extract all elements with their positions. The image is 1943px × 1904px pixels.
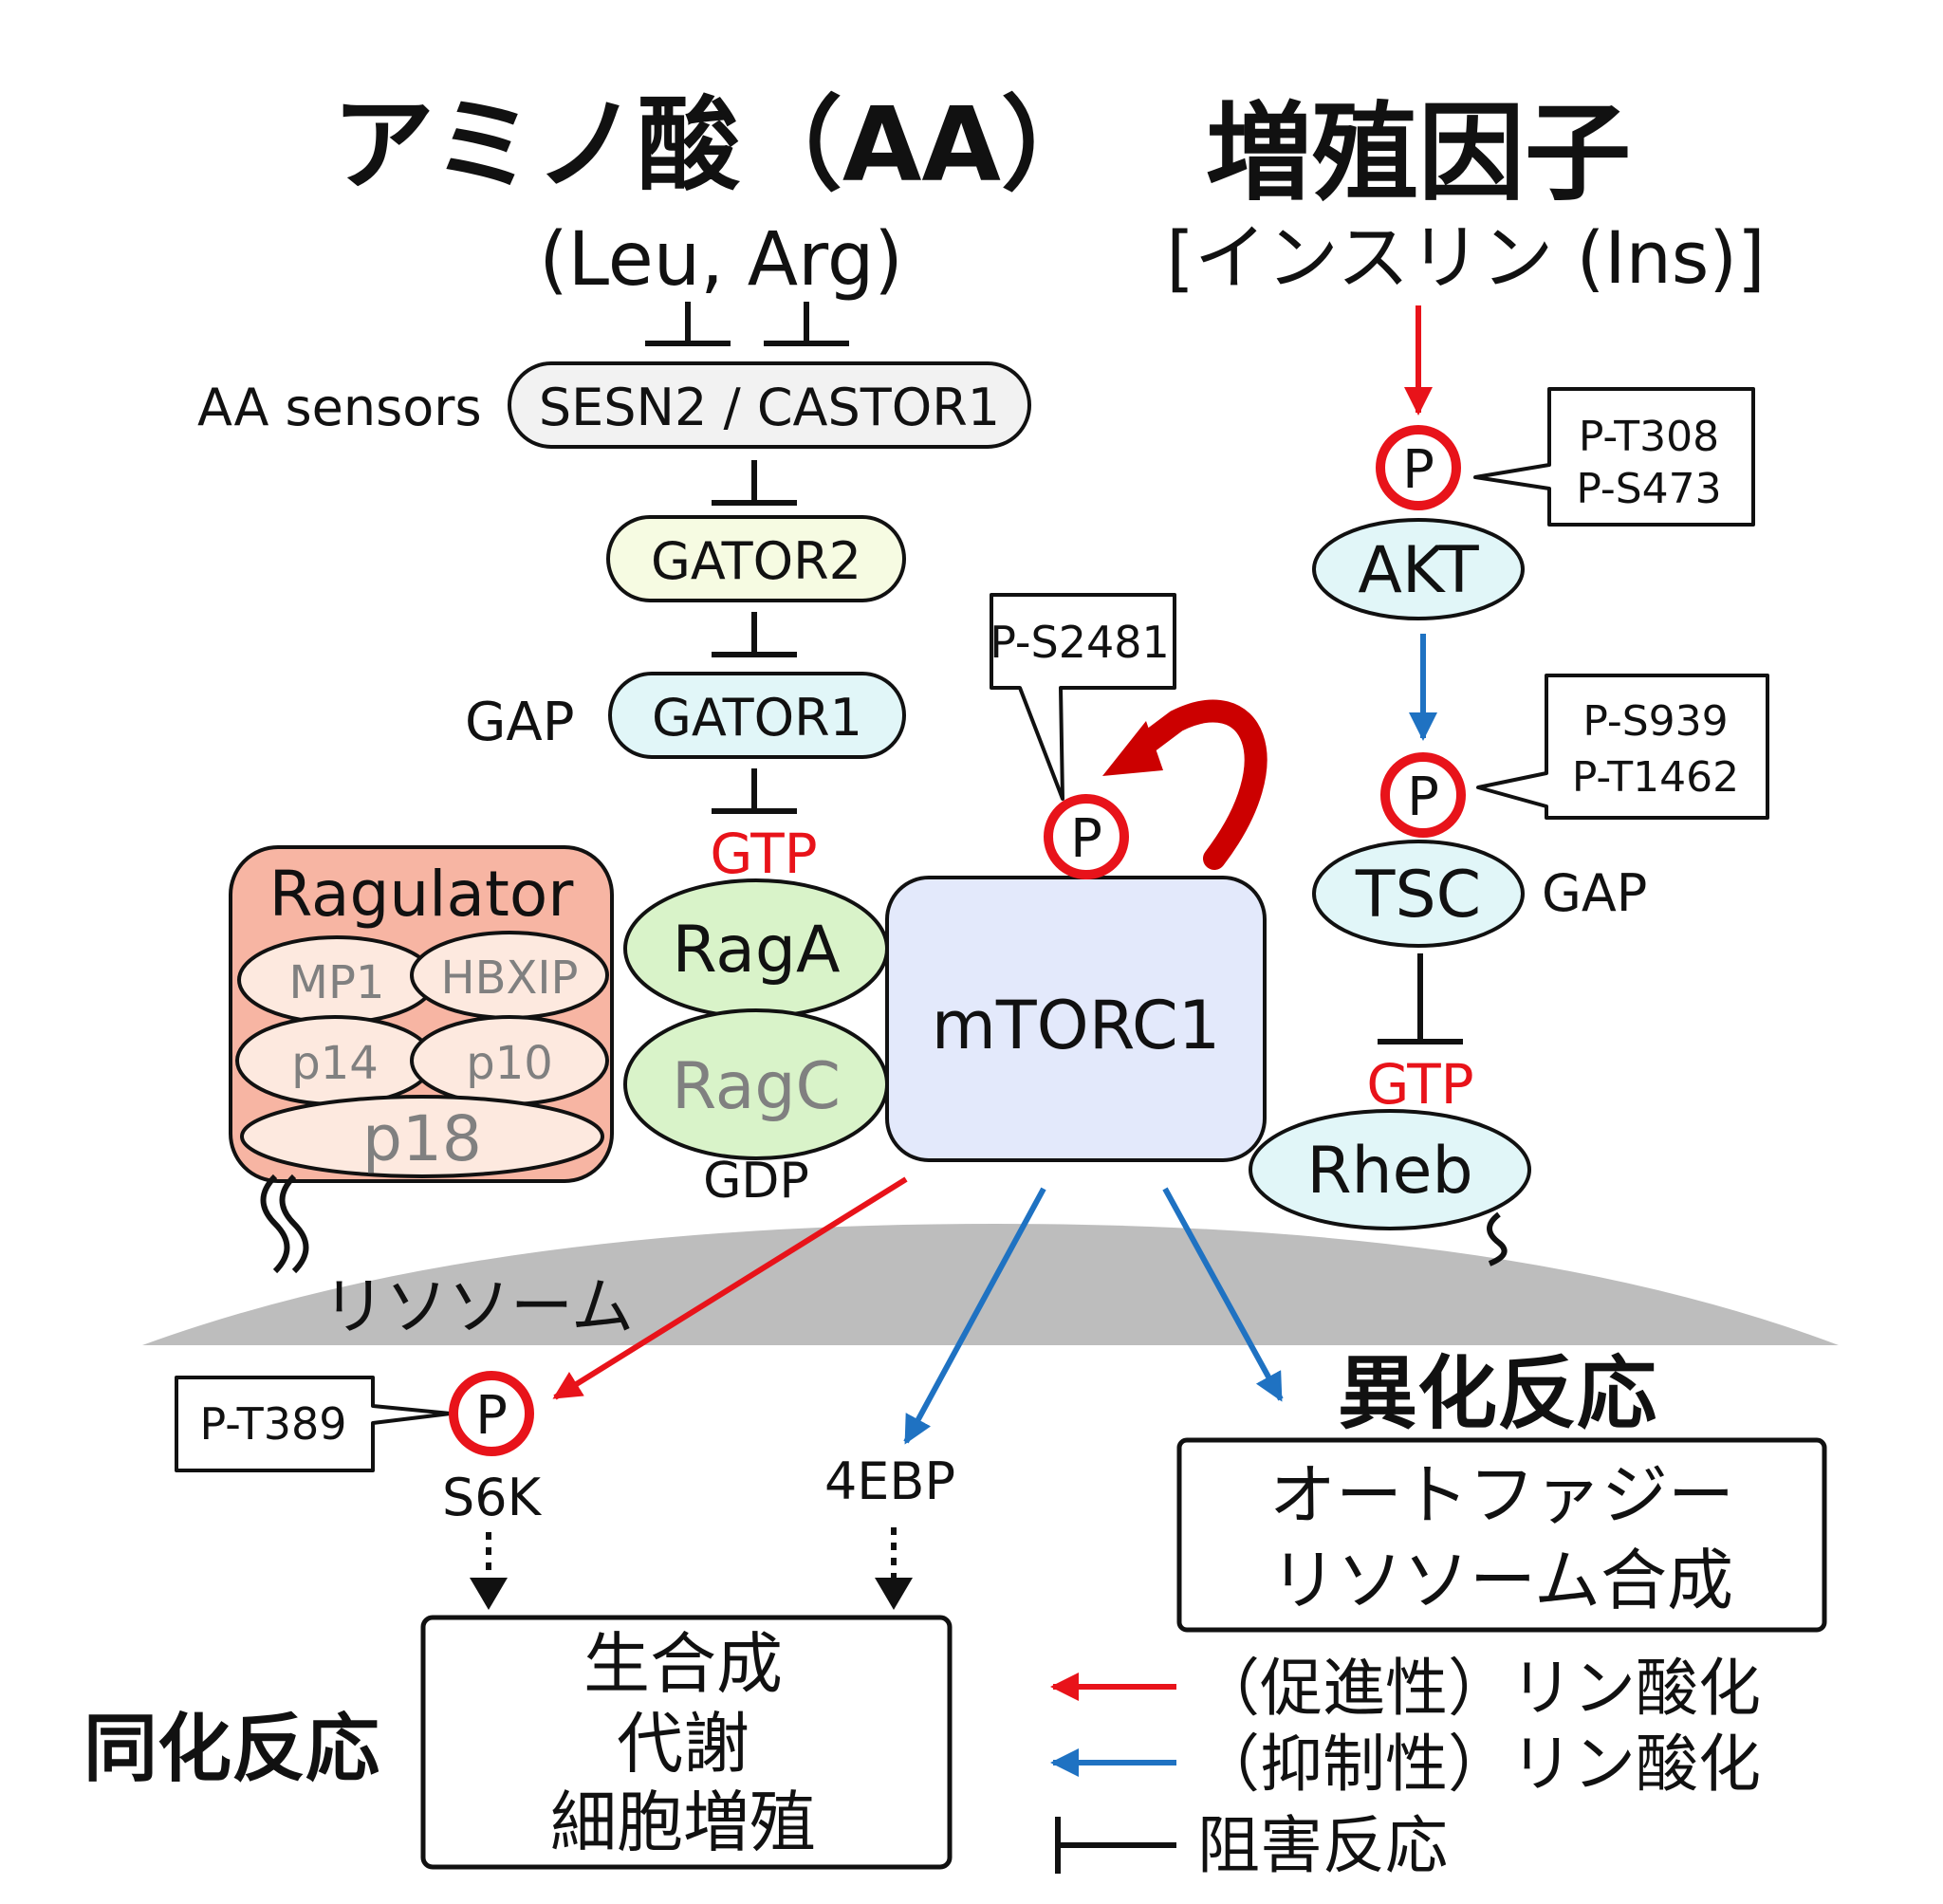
aa-to-sensor-inhibition <box>645 302 849 346</box>
tsc-role: GAP <box>1542 863 1647 923</box>
gator1-label: GATOR1 <box>652 688 862 748</box>
legend-block-symbol <box>1055 1817 1176 1874</box>
amino-acid-heading: アミノ酸（AA） <box>332 86 1103 205</box>
gator1-node <box>608 672 906 759</box>
s6k-phospho-symbol: P <box>475 1385 508 1447</box>
legend-activation-label: （促進性）リン酸化 <box>1197 1652 1761 1725</box>
tsc-sites-callout <box>1476 674 1769 820</box>
gator2-to-gator1-inhibition <box>712 612 797 657</box>
mtorc1-label: mTORC1 <box>932 987 1221 1064</box>
p18-label: p18 <box>362 1102 482 1175</box>
s6k-label: S6K <box>442 1468 543 1527</box>
autophosphorylation-arrowhead <box>1102 721 1163 776</box>
p18-subunit <box>240 1095 604 1178</box>
akt-phospho-circle <box>1376 425 1461 510</box>
ragc-label: RagC <box>672 1049 841 1124</box>
anabolic-box <box>420 1615 953 1870</box>
akt-phospho-symbol: P <box>1402 439 1434 501</box>
tsc-to-rheb-inhibition <box>1378 953 1463 1044</box>
akt-node <box>1312 518 1525 620</box>
tsc-phospho-symbol: P <box>1407 767 1439 828</box>
raga-gtp-label: GTP <box>710 822 817 886</box>
catabolic-item-autophagy: オートファジー <box>1269 1456 1734 1534</box>
rheb-lipid-anchor <box>1487 1211 1508 1266</box>
anabolic-item-metabolism: 代謝 <box>617 1705 749 1783</box>
s6k-phospho-circle <box>449 1371 534 1456</box>
anabolic-heading: 同化反応 <box>83 1707 379 1792</box>
growth-factor-heading: 増殖因子 <box>1206 92 1631 215</box>
lysosome-label: リソソーム <box>323 1270 634 1343</box>
aa-sensors-label: AA sensors <box>197 378 482 437</box>
s2481-label: P-S2481 <box>990 617 1170 668</box>
mp1-label: MP1 <box>289 956 385 1009</box>
4ebp-label: 4EBP <box>824 1451 955 1511</box>
akt-sites-callout <box>1473 387 1755 527</box>
autophosphorylation-arrow <box>1127 699 1268 870</box>
akt-site-t308: P-T308 <box>1579 413 1719 461</box>
tsc-site-s939: P-S939 <box>1582 697 1728 746</box>
ragc-gdp-label: GDP <box>703 1153 809 1210</box>
ragulator-title: Ragulator <box>269 858 575 931</box>
tsc-site-t1462: P-T1462 <box>1572 753 1739 802</box>
akt-site-s473: P-S473 <box>1576 465 1721 513</box>
mtorc1-phospho-symbol: P <box>1070 808 1102 870</box>
p14-label: p14 <box>291 1037 379 1090</box>
rheb-node <box>1249 1109 1531 1230</box>
catabolic-item-lysosome-synthesis: リソソーム合成 <box>1270 1542 1733 1619</box>
mtorc1-phospho-circle <box>1044 794 1129 879</box>
rheb-label: Rheb <box>1306 1134 1472 1209</box>
gator1-to-raga-inhibition <box>712 768 797 814</box>
tsc-label: TSC <box>1355 858 1481 933</box>
p10-label: p10 <box>466 1037 553 1090</box>
gator1-role: GAP <box>465 692 574 753</box>
s2481-callout <box>990 593 1176 801</box>
mtorc1-to-4ebp-arrow <box>903 1187 1046 1445</box>
mtorc1-to-catabolism-arrow <box>1162 1187 1284 1402</box>
amino-acid-examples: (Leu, Arg) <box>539 217 903 303</box>
t389-callout <box>175 1376 453 1472</box>
catabolic-heading: 異化反応 <box>1338 1347 1656 1440</box>
sesn2-castor1-label: SESN2 / CASTOR1 <box>539 378 1000 437</box>
hbxip-label: HBXIP <box>440 952 578 1005</box>
catabolic-box <box>1176 1437 1827 1633</box>
rheb-gtp-label: GTP <box>1366 1052 1473 1117</box>
gator2-label: GATOR2 <box>651 531 861 591</box>
t389-label: P-T389 <box>199 1398 346 1450</box>
sesn2-castor1-node <box>508 361 1031 449</box>
legend-inhibitory-label: （抑制性）リン酸化 <box>1197 1728 1761 1801</box>
raga-label: RagA <box>672 913 840 988</box>
sensor-to-gator2-inhibition <box>712 460 797 506</box>
anabolic-item-biosynthesis: 生合成 <box>583 1625 783 1703</box>
legend-block-label: 阻害反応 <box>1197 1809 1448 1882</box>
ragulator-lipid-anchor <box>260 1174 309 1274</box>
anabolic-item-cell-proliferation: 細胞増殖 <box>550 1784 816 1861</box>
tsc-phospho-circle <box>1380 752 1466 838</box>
tsc-node <box>1312 840 1525 948</box>
mtorc1-to-s6k-arrow <box>552 1176 908 1400</box>
akt-label: AKT <box>1358 533 1479 608</box>
gator2-node <box>606 515 906 602</box>
legend: （促進性）リン酸化 （抑制性）リン酸化 阻害反応 <box>1050 1652 1761 1882</box>
growth-factor-example: [インスリン (Ins)] <box>1166 215 1765 300</box>
s6k-dotted-arrowhead <box>470 1578 508 1610</box>
4ebp-dotted-arrowhead <box>875 1578 913 1610</box>
